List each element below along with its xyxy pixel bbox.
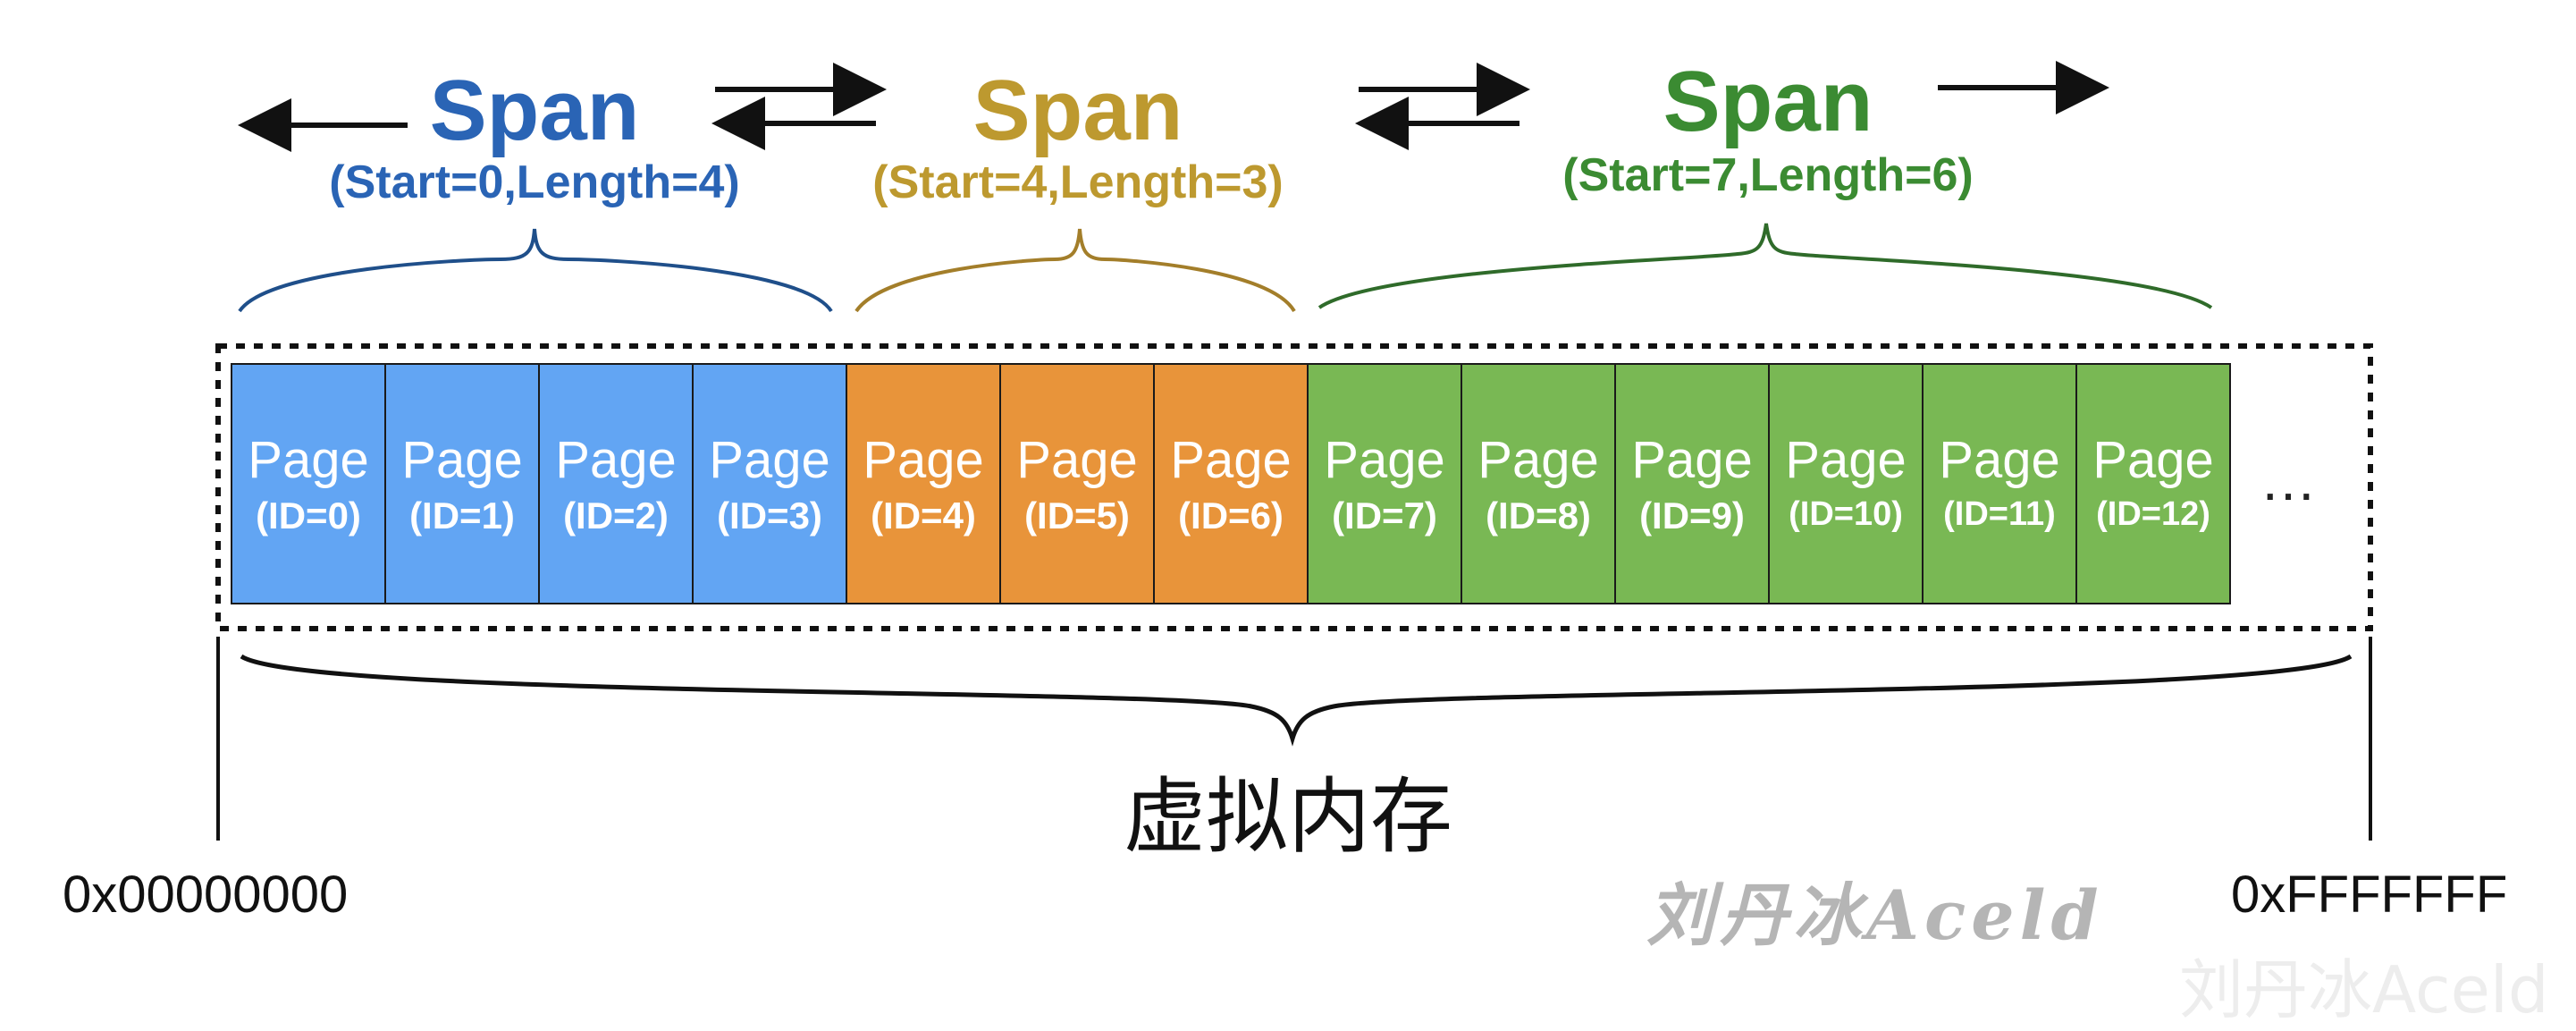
- page-label: Page: [1324, 431, 1445, 489]
- span-subtitle-1: (Start=4,Length=3): [872, 156, 1284, 208]
- span-brace-blue: [238, 228, 833, 313]
- virtual-memory-frame: [215, 343, 2373, 631]
- page-label: Page: [1939, 431, 2060, 489]
- start-address: 0x00000000: [63, 866, 349, 924]
- span-title-2: Span: [1663, 54, 1873, 149]
- author-watermark: 刘丹冰Aceld: [1646, 875, 2104, 955]
- page-block: Page (ID=6): [1153, 363, 1309, 604]
- page-id: (ID=5): [1024, 494, 1130, 537]
- page-id: (ID=7): [1332, 494, 1437, 537]
- page-id: (ID=8): [1486, 494, 1591, 537]
- end-address: 0xFFFFFFF: [2231, 866, 2508, 924]
- page-label: Page: [1477, 431, 1599, 489]
- more-pages-ellipsis: …: [2260, 448, 2324, 512]
- span-brace-green: [1317, 223, 2213, 309]
- span-brace-gold: [854, 228, 1296, 313]
- page-block: Page (ID=1): [384, 363, 540, 604]
- virtual-memory-caption: 虚拟内存: [1123, 769, 1452, 865]
- page-id: (ID=3): [717, 494, 822, 537]
- page-label: Page: [2092, 431, 2214, 489]
- page-label: Page: [1631, 431, 1753, 489]
- span-subtitle-0: (Start=0,Length=4): [329, 156, 740, 208]
- page-label: Page: [863, 431, 984, 489]
- page-block: Page (ID=9): [1614, 363, 1770, 604]
- page-block: Page (ID=7): [1307, 363, 1462, 604]
- page-id: (ID=2): [563, 494, 669, 537]
- page-id: (ID=11): [1943, 495, 2056, 533]
- page-id: (ID=10): [1789, 495, 1903, 533]
- page-label: Page: [1170, 431, 1292, 489]
- page-block: Page (ID=5): [999, 363, 1155, 604]
- page-block: Page (ID=8): [1461, 363, 1616, 604]
- page-label: Page: [248, 431, 369, 489]
- corner-watermark: 刘丹冰Aceld: [2179, 952, 2549, 1027]
- page-label: Page: [1785, 431, 1907, 489]
- span-title-0: Span: [429, 63, 640, 158]
- page-block: Page (ID=2): [538, 363, 694, 604]
- page-label: Page: [555, 431, 677, 489]
- page-id: (ID=0): [256, 494, 361, 537]
- page-label: Page: [1016, 431, 1138, 489]
- page-id: (ID=12): [2096, 495, 2210, 533]
- page-id: (ID=1): [409, 494, 515, 537]
- page-label: Page: [709, 431, 830, 489]
- page-block: Page (ID=3): [692, 363, 847, 604]
- page-block: Page (ID=12): [2075, 363, 2231, 604]
- page-block: Page (ID=4): [846, 363, 1001, 604]
- page-label: Page: [401, 431, 523, 489]
- page-id: (ID=6): [1178, 494, 1284, 537]
- page-block: Page (ID=10): [1768, 363, 1924, 604]
- span-subtitle-2: (Start=7,Length=6): [1562, 149, 1974, 201]
- page-block: Page (ID=11): [1922, 363, 2077, 604]
- virtual-memory-brace: [240, 654, 2353, 747]
- page-block: Page (ID=0): [231, 363, 386, 604]
- page-id: (ID=4): [871, 494, 976, 537]
- span-title-1: Span: [972, 63, 1183, 158]
- page-id: (ID=9): [1639, 494, 1745, 537]
